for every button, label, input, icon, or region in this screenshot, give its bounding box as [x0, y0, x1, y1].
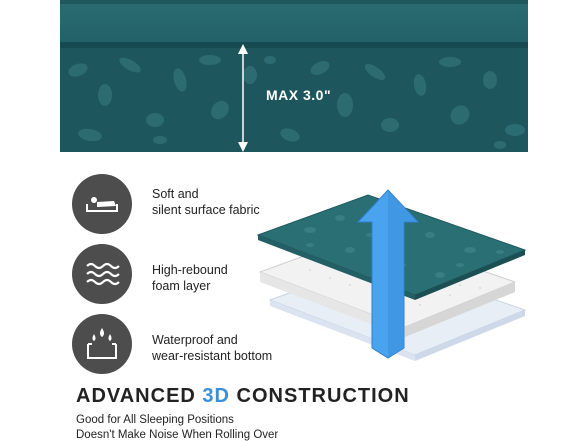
thickness-label: MAX 3.0" [266, 87, 332, 103]
headline-accent: 3D [202, 385, 230, 407]
feature-line: wear-resistant bottom [152, 349, 273, 363]
up-arrow-icon [356, 189, 420, 359]
headline: ADVANCED 3D CONSTRUCTION [76, 385, 410, 408]
feature-line: Waterproof and [152, 333, 238, 347]
feature-waterproof-bottom: Waterproof and wear-resistant bottom [152, 332, 302, 364]
subtitle-line: Doesn't Make Noise When Rolling Over [76, 429, 279, 441]
feature-soft-fabric: Soft and silent surface fabric [152, 186, 302, 218]
water-drops-icon [72, 314, 132, 374]
mattress-fabric-graphic [60, 0, 528, 152]
feature-line: foam layer [152, 279, 211, 293]
subtitle-line: Good for All Sleeping Positions [76, 414, 234, 426]
headline-part: CONSTRUCTION [230, 385, 410, 407]
hero-mattress-image: MAX 3.0" [60, 0, 528, 152]
headline-part: ADVANCED [76, 385, 203, 407]
feature-foam-layer: High-rebound foam layer [152, 262, 302, 294]
person-lying-icon [72, 174, 132, 234]
feature-line: Soft and [152, 187, 199, 201]
feature-line: silent surface fabric [152, 203, 260, 217]
waves-icon [72, 244, 132, 304]
layer-diagram [256, 189, 527, 361]
feature-line: High-rebound [152, 263, 228, 277]
